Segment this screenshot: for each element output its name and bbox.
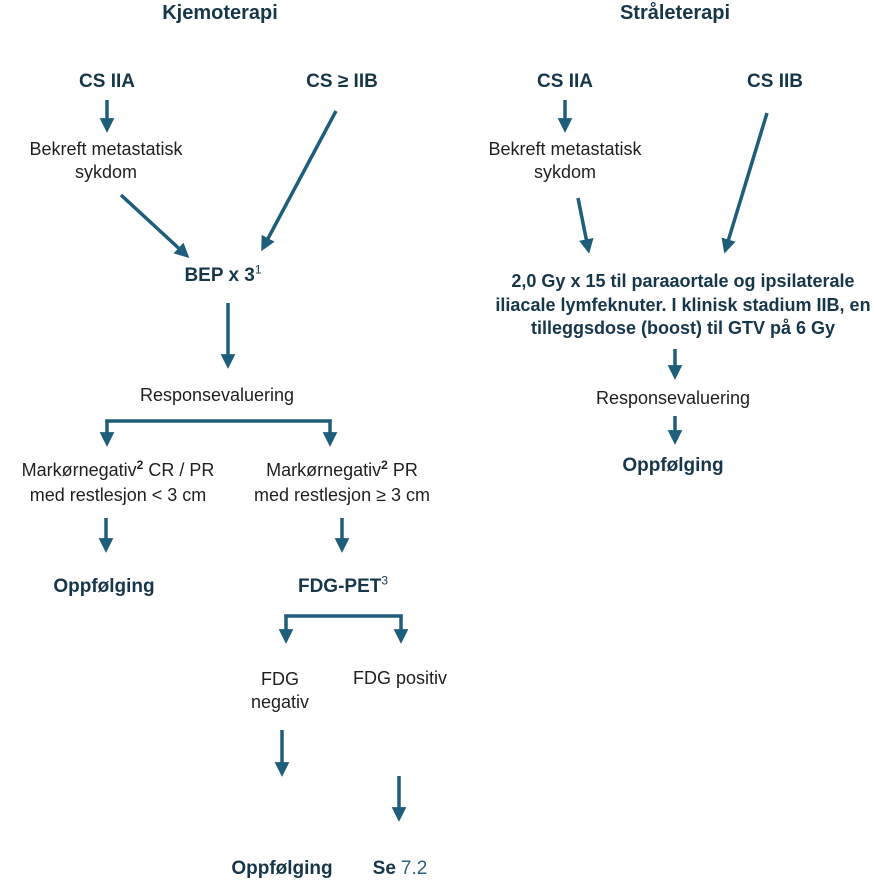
radio-dose-node: 2,0 Gy x 15 til paraaortale og ipsilater… [495,270,870,341]
marker-left-suffix: CR / PR [143,460,215,480]
chemo-bep-node: BEP x 31 [184,262,262,287]
see-label: Se [372,858,396,879]
bep-footnote-sup: 1 [254,262,262,277]
fdg-pet-label: FDG-PET [297,576,382,597]
marker-right-prefix: Markørnegativ [266,460,382,480]
marker-right-line1: Markørnegativ2 PR [254,458,430,483]
fdg-positive-node: FDG positiv [352,668,448,688]
marker-left-line1: Markørnegativ2 CR / PR [22,458,215,483]
chemo-followup-left: Oppfølging [53,576,155,597]
see-reference-link[interactable]: 7.2 [400,858,428,879]
radio-column-title: Stråleterapi [619,2,731,24]
arrow-chemo-csiib-to-bep [261,110,338,252]
marker-right-footnote-sup: 2 [381,458,388,472]
dose-line2: iliacale lymfeknuter. I klinisk stadium … [495,294,871,315]
arrow-radio-confirm-to-dose [576,197,594,254]
marker-negative-cr-pr-node: Markørnegativ2 CR / PR med restlesjon < … [22,458,215,508]
marker-negative-pr-node: Markørnegativ2 PR med restlesjon ≥ 3 cm [254,458,430,508]
marker-right-line2: med restlesjon ≥ 3 cm [254,485,430,505]
fdg-pet-node: FDG-PET3 [297,573,389,598]
chemo-response-evaluation: Responsevaluering [139,385,295,405]
chemo-cs-iia: CS IIA [79,71,135,92]
chemo-confirm-metastatic: Bekreft metastatisk sykdom [29,138,182,184]
dose-line1: 2,0 Gy x 15 til paraaortale og ipsilater… [511,271,855,291]
arrow-radio-csiib-to-dose [721,112,769,254]
fdg-negative-line1: FDG [260,669,299,689]
marker-left-prefix: Markørnegativ [21,460,137,480]
marker-left-line2: med restlesjon < 3 cm [29,485,207,505]
confirm-line2: sykdom [74,162,137,182]
fdg-negative-line2: negativ [250,692,310,712]
radio-confirm-line2: sykdom [533,162,596,182]
radio-confirm-line1: Bekreft metastatisk [488,139,642,159]
marker-left-footnote-sup: 2 [136,458,144,472]
radio-cs-iia: CS IIA [537,71,593,92]
chemo-cs-gte-iib: CS ≥ IIB [306,71,378,92]
radio-cs-iib: CS IIB [747,71,803,92]
marker-right-suffix: PR [387,460,418,480]
dose-line3: tilleggsdose (boost) til GTV på 6 Gy [530,318,836,338]
fdg-negative-node: FDG negativ [251,668,309,714]
confirm-line1: Bekreft metastatisk [29,139,183,159]
chemo-followup-bottom: Oppfølging [231,858,333,879]
radio-followup: Oppfølging [622,455,724,476]
bep-label: BEP x 3 [184,265,255,286]
arrow-chemo-confirm-to-bep [119,193,190,258]
chemo-column-title: Kjemoterapi [162,2,278,24]
fdg-pet-footnote-sup: 3 [381,573,389,588]
radio-response-evaluation: Responsevaluering [595,388,751,408]
radio-confirm-metastatic: Bekreft metastatisk sykdom [488,138,641,184]
